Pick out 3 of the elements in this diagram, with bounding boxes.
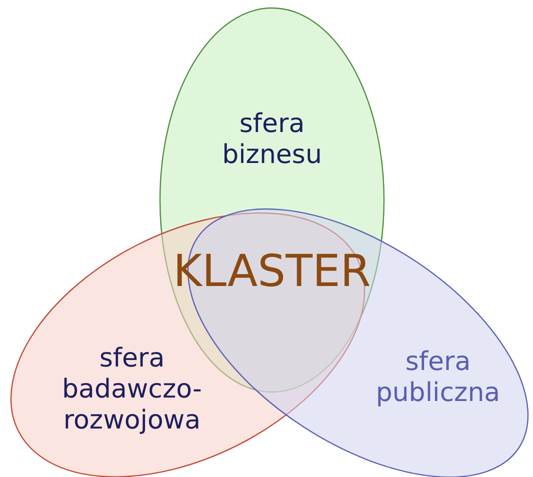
set-label: sfera publiczna	[374, 346, 502, 409]
set-label: sfera badawczo-rozwojowa	[62, 343, 202, 436]
set-label: sfera biznesu	[221, 109, 323, 171]
